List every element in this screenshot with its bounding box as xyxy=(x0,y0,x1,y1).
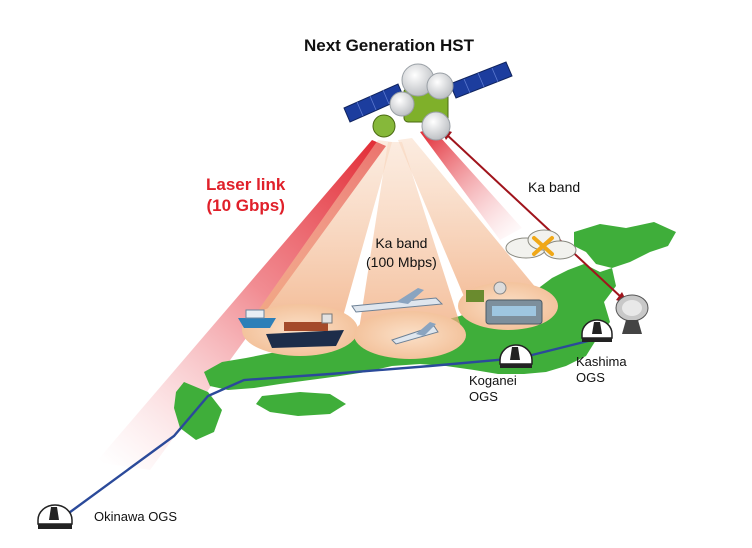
ka-beam-center xyxy=(358,142,462,336)
ka-beam-left xyxy=(250,140,392,322)
kashima-ogs-label: Kashima OGS xyxy=(576,354,627,386)
okinawa-ogs-label: Okinawa OGS xyxy=(94,509,178,524)
ka-band-beam-label: Ka band (100 Mbps) xyxy=(366,234,437,272)
laser-beam-right xyxy=(420,128,522,240)
antenna-dish-icon xyxy=(615,294,649,334)
satellite-icon xyxy=(343,61,513,141)
laser-link-label-line1: Laser link xyxy=(206,175,286,194)
ka-beam-right xyxy=(398,138,546,306)
laser-link-label: Laser link (10 Gbps) xyxy=(206,174,285,216)
ka-band-beam-label-line2: (100 Mbps) xyxy=(366,254,437,270)
koganei-ogs-label: Koganei OGS xyxy=(469,373,517,405)
diagram-title: Next Generation HST xyxy=(304,36,475,55)
ship-icon xyxy=(238,309,344,348)
ka-band-link-label: Ka band xyxy=(528,179,581,195)
kashima-ogs-label-line2: OGS xyxy=(576,370,605,385)
koganei-ogs-label-line2: OGS xyxy=(469,389,498,404)
laser-beam xyxy=(96,140,386,470)
kashima-ogs-icon xyxy=(581,319,613,342)
ka-band-beam-label-line1: Ka band xyxy=(375,235,428,251)
okinawa-ogs-icon xyxy=(37,504,73,529)
kashima-ogs-label-line1: Kashima xyxy=(576,354,627,369)
koganei-ogs-label-line1: Koganei xyxy=(469,373,517,388)
airplane-icon xyxy=(351,288,444,345)
koganei-ogs-icon xyxy=(499,344,533,368)
disaster-site-icon xyxy=(466,281,543,325)
cloud-icon xyxy=(505,229,577,260)
laser-link-label-line2: (10 Gbps) xyxy=(206,196,285,215)
